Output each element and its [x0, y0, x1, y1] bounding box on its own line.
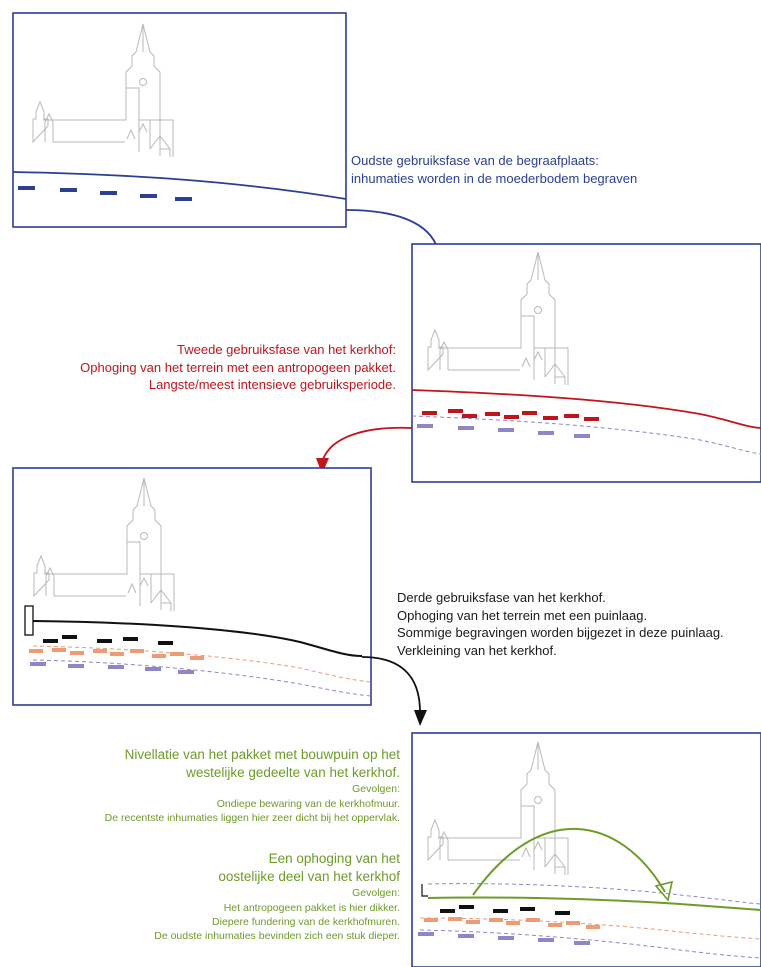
panel-frame — [411, 243, 761, 483]
phase4-west-gevolgen-item: De recentste inhumaties liggen hier zeer… — [104, 811, 400, 824]
phase2-caption: Tweede gebruiksfase van het kerkhof: Oph… — [20, 341, 396, 394]
phase4-east-gevolgen-item: Het antropogeen pakket is hier dikker. — [223, 901, 400, 914]
burials-phase1-faded — [30, 662, 194, 674]
ground-surface-line — [12, 171, 347, 200]
burials-phase3 — [440, 905, 570, 915]
phase3-caption-line: Verkleining van het kerkhof. — [397, 642, 557, 658]
churchyard-wall — [24, 605, 34, 636]
phase4-east-gevolgen-label: Gevolgen: — [352, 887, 400, 900]
phase2-caption-line: Langste/meest intensieve gebruiksperiode… — [148, 377, 396, 393]
old-surface-line — [419, 929, 761, 959]
phase3-caption-line: Sommige begravingen worden bijgezet in d… — [397, 625, 724, 641]
old-surface-line — [411, 415, 761, 455]
burials-phase3 — [43, 635, 173, 645]
ground-surface-line — [32, 620, 363, 657]
phase4-east-title-line: Een ophoging van het — [268, 851, 400, 866]
burials-phase2-faded — [424, 917, 600, 929]
phase1-caption-line: inhumaties worden in de moederbodem begr… — [351, 170, 638, 186]
burials-phase2 — [422, 409, 599, 421]
panel-phase3 — [12, 467, 372, 706]
phase4-west-caption: Nivellatie van het pakket met bouwpuin o… — [30, 746, 400, 825]
phase1-caption-line: Oudste gebruiksfase van de begraafplaats… — [351, 153, 599, 168]
arrow-phase3-to-4 — [361, 656, 427, 726]
burials-phase1-faded — [417, 424, 590, 438]
phase4-east-gevolgen-item: Diepere fundering van de kerkhofmuren. — [212, 915, 400, 928]
phase4-west-title-line: westelijke gedeelte van het kerkhof. — [186, 765, 400, 781]
burials-phase1-faded — [418, 932, 590, 945]
burials-phase1 — [18, 186, 192, 201]
relocation-arrow-head — [654, 880, 674, 902]
rubble-base-line — [32, 645, 372, 683]
old-surface-line — [32, 659, 372, 697]
relocation-arrow — [472, 827, 666, 896]
phase3-caption: Derde gebruiksfase van het kerkhof. Opho… — [397, 589, 761, 659]
phase4-east-title-line: oostelijke deel van het kerkhof — [218, 869, 400, 885]
phase4-east-caption: Een ophoging van het oostelijke deel van… — [30, 850, 400, 943]
ground-surface-line — [411, 389, 761, 429]
phase4-west-gevolgen-label: Gevolgen: — [352, 783, 400, 796]
phase2-caption-line: Ophoging van het terrein met een antropo… — [80, 359, 396, 375]
panel-phase4 — [411, 732, 761, 967]
churchyard-wall-shallow — [421, 884, 428, 897]
phase1-caption: Oudste gebruiksfase van de begraafplaats… — [351, 152, 651, 187]
ground-surface-line — [427, 896, 761, 911]
panel-phase1 — [12, 12, 347, 228]
phase4-west-title-line: Nivellatie van het pakket met bouwpuin o… — [124, 747, 400, 762]
phase2-caption-line: Tweede gebruiksfase van het kerkhof: — [177, 342, 396, 357]
burials-phase2-faded — [29, 648, 204, 660]
panel-phase2 — [411, 243, 761, 483]
phase4-east-gevolgen-item: De oudste inhumaties bevinden zich een s… — [154, 929, 400, 942]
panel-frame — [12, 467, 372, 706]
arrow-phase2-to-3 — [316, 426, 413, 474]
old-puinlaag-line — [427, 883, 761, 905]
panel-frame — [411, 732, 761, 967]
phase3-caption-line: Derde gebruiksfase van het kerkhof. — [397, 590, 606, 605]
phase3-caption-line: Ophoging van het terrein met een puinlaa… — [397, 607, 648, 623]
phase4-west-gevolgen-item: Ondiepe bewaring van de kerkhofmuur. — [216, 797, 400, 810]
